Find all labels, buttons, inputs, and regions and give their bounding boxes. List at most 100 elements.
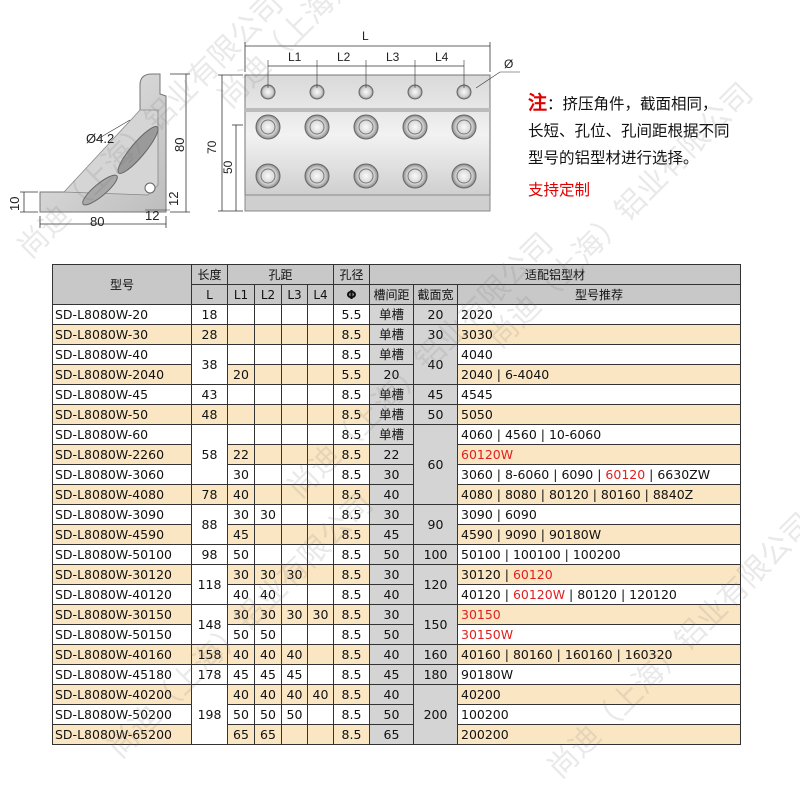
- cell-slot-pitch: 30: [369, 504, 414, 525]
- recommend-item: 40160: [461, 646, 501, 662]
- bolt-hole: [451, 114, 477, 140]
- cell-l4: [307, 464, 334, 485]
- cell-recommend: 2040 | 6-4040: [457, 364, 741, 385]
- cell-length: 98: [191, 544, 228, 565]
- cell-l2: [254, 404, 282, 425]
- cell-recommend: 40160 | 80160 | 160160 | 160320: [457, 644, 741, 665]
- header-length: 长度: [191, 264, 228, 285]
- cell-l4: [307, 644, 334, 665]
- cell-recommend: 30150: [457, 604, 741, 625]
- bolt-hole-inner: [260, 119, 276, 135]
- recommend-item: 9090: [504, 526, 537, 542]
- spec-table: 型号 长度 孔距 孔径 适配铝型材 L L1 L2 L3 L4 Φ 槽间距 截面…: [52, 264, 741, 745]
- cell-l4: [307, 364, 334, 385]
- cell-section-width: 90: [413, 504, 458, 545]
- dim-lip: 12: [145, 208, 159, 223]
- cell-l4: [307, 444, 334, 465]
- cell-section-width: 45: [413, 384, 458, 405]
- cell-slot-pitch: 单槽: [369, 404, 414, 425]
- cell-section-width: 50: [413, 404, 458, 425]
- dim-hole-dia: Ø4.2: [86, 131, 114, 146]
- cell-hole-dia: 8.5: [333, 644, 370, 665]
- cell-l2: [254, 444, 282, 465]
- cell-hole-dia: 8.5: [333, 404, 370, 425]
- cell-hole-dia: 8.5: [333, 704, 370, 725]
- dim-70: 70: [205, 140, 219, 154]
- cell-l1: 50: [227, 624, 255, 645]
- recommend-item: 3060: [461, 466, 493, 482]
- cell-l4: [307, 484, 334, 505]
- cell-hole-dia: 8.5: [333, 524, 370, 545]
- cell-l1: [227, 344, 255, 365]
- cell-slot-pitch: 50: [369, 544, 414, 565]
- bolt-hole: [451, 163, 477, 189]
- cell-hole-dia: 8.5: [333, 664, 370, 685]
- bolt-hole: [304, 163, 330, 189]
- cell-length: 198: [191, 684, 228, 745]
- recommend-item: 100100: [512, 546, 561, 562]
- cell-hole-dia: 8.5: [333, 624, 370, 645]
- cell-slot-pitch: 22: [369, 444, 414, 465]
- cell-hole-dia: 8.5: [333, 684, 370, 705]
- cell-slot-pitch: 单槽: [369, 324, 414, 345]
- cell-l2: 30: [254, 604, 282, 625]
- product-note: 注：挤压角件，截面相同， 长短、孔位、孔间距根据不同 型号的铝型材进行选择。 支…: [528, 90, 793, 204]
- cell-l3: [281, 344, 308, 365]
- recommend-item: 60120: [605, 466, 646, 482]
- recommend-item: 50100: [461, 546, 501, 562]
- cell-model: SD-L8080W-65200: [52, 724, 192, 745]
- cell-l2: 40: [254, 644, 282, 665]
- cell-slot-pitch: 65: [369, 724, 414, 745]
- cell-l4: 40: [307, 684, 334, 705]
- cell-l3: [281, 444, 308, 465]
- cell-slot-pitch: 单槽: [369, 384, 414, 405]
- cell-hole-dia: 8.5: [333, 564, 370, 585]
- cell-l3: 40: [281, 644, 308, 665]
- cell-model: SD-L8080W-60: [52, 424, 192, 445]
- header-L1: L1: [227, 284, 255, 305]
- cell-length: 48: [191, 404, 228, 425]
- cell-recommend: 3090 | 6090: [457, 504, 741, 525]
- recommend-item: 80120: [577, 586, 617, 602]
- cell-length: 58: [191, 424, 228, 485]
- cell-hole-dia: 8.5: [333, 424, 370, 445]
- cell-l1: 45: [227, 524, 255, 545]
- cell-model: SD-L8080W-4080: [52, 484, 192, 505]
- cell-l3: [281, 464, 308, 485]
- cell-model: SD-L8080W-50150: [52, 624, 192, 645]
- cell-l1: 22: [227, 444, 255, 465]
- cell-l2: 45: [254, 664, 282, 685]
- recommend-item: 100200: [572, 546, 621, 562]
- cell-hole-dia: 8.5: [333, 544, 370, 565]
- cell-l3: 30: [281, 564, 308, 585]
- cell-l4: [307, 384, 334, 405]
- bolt-hole: [255, 163, 281, 189]
- cell-section-width: 30: [413, 324, 458, 345]
- recommend-item: 80160: [600, 486, 641, 502]
- cell-l1: 50: [227, 704, 255, 725]
- recommend-item: 120120: [629, 586, 677, 602]
- recommend-item: 30150W: [461, 626, 514, 642]
- cell-hole-dia: 8.5: [333, 324, 370, 345]
- cell-l1: 30: [227, 464, 255, 485]
- cell-l2: [254, 544, 282, 565]
- cell-l2: 50: [254, 624, 282, 645]
- cell-model: SD-L8080W-40120: [52, 584, 192, 605]
- header-phi: Φ: [333, 284, 370, 305]
- recommend-item: 200200: [461, 726, 509, 742]
- recommend-item: 3090: [461, 506, 493, 522]
- dim-base-thickness: 10: [7, 197, 22, 211]
- note-label: 注: [528, 92, 548, 114]
- cell-l3: 50: [281, 704, 308, 725]
- dim-L: L: [362, 29, 369, 43]
- cell-l1: 30: [227, 604, 255, 625]
- cell-recommend: 30150W: [457, 624, 741, 645]
- cell-l3: [281, 524, 308, 545]
- cell-l4: [307, 424, 334, 445]
- bolt-hole-inner: [358, 168, 374, 184]
